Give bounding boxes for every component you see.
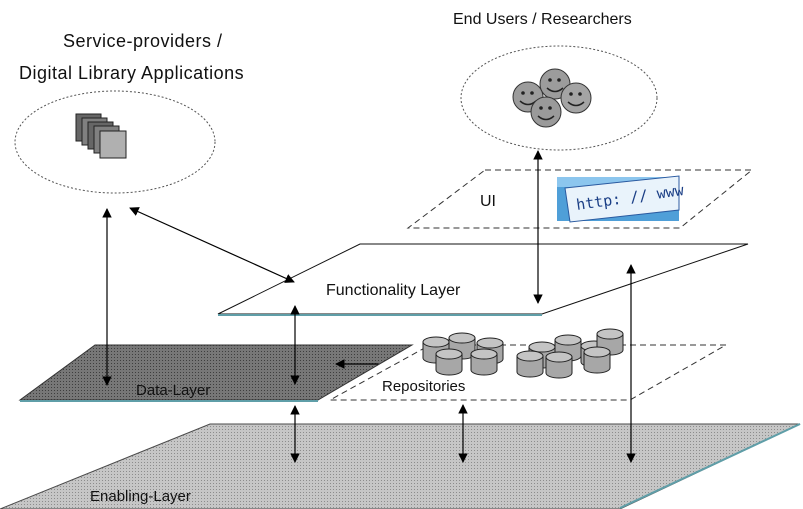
- service-providers-label-line2: Digital Library Applications: [19, 63, 245, 83]
- smiley-faces-icon: [512, 68, 592, 128]
- database-cylinder-icon: [516, 350, 544, 378]
- database-cylinder-icon: [545, 351, 573, 379]
- functionality-layer-label: Functionality Layer: [326, 282, 461, 299]
- service-providers-ellipse: [14, 90, 216, 194]
- service-providers-label-line1: Service-providers /: [63, 31, 223, 51]
- database-cylinder-icon: [448, 332, 476, 360]
- browser-url-bar-icon: http: // www: [557, 175, 686, 223]
- end-users-ellipse: [460, 45, 658, 151]
- data-layer-plane: [18, 344, 414, 401]
- database-cylinder-icon: [470, 348, 498, 376]
- stacked-documents-icon: [75, 113, 127, 159]
- end-users-label: End Users / Researchers: [453, 11, 632, 28]
- database-cylinders-icon: [422, 328, 624, 379]
- repositories-label: Repositories: [382, 378, 466, 395]
- ui-plane: [406, 169, 754, 229]
- database-cylinder-icon: [583, 346, 611, 374]
- arrow-service-providers-to-functionality: [129, 207, 295, 283]
- data-layer-label: Data-Layer: [136, 382, 211, 399]
- functionality-layer-plane: [217, 243, 749, 315]
- enabling-layer-edge: [619, 423, 801, 509]
- database-cylinder-icon: [435, 348, 463, 376]
- enabling-layer-label: Enabling-Layer: [90, 488, 191, 505]
- enabling-layer-plane: [0, 423, 801, 509]
- repositories-plane: [329, 344, 728, 401]
- ui-label: UI: [480, 193, 496, 210]
